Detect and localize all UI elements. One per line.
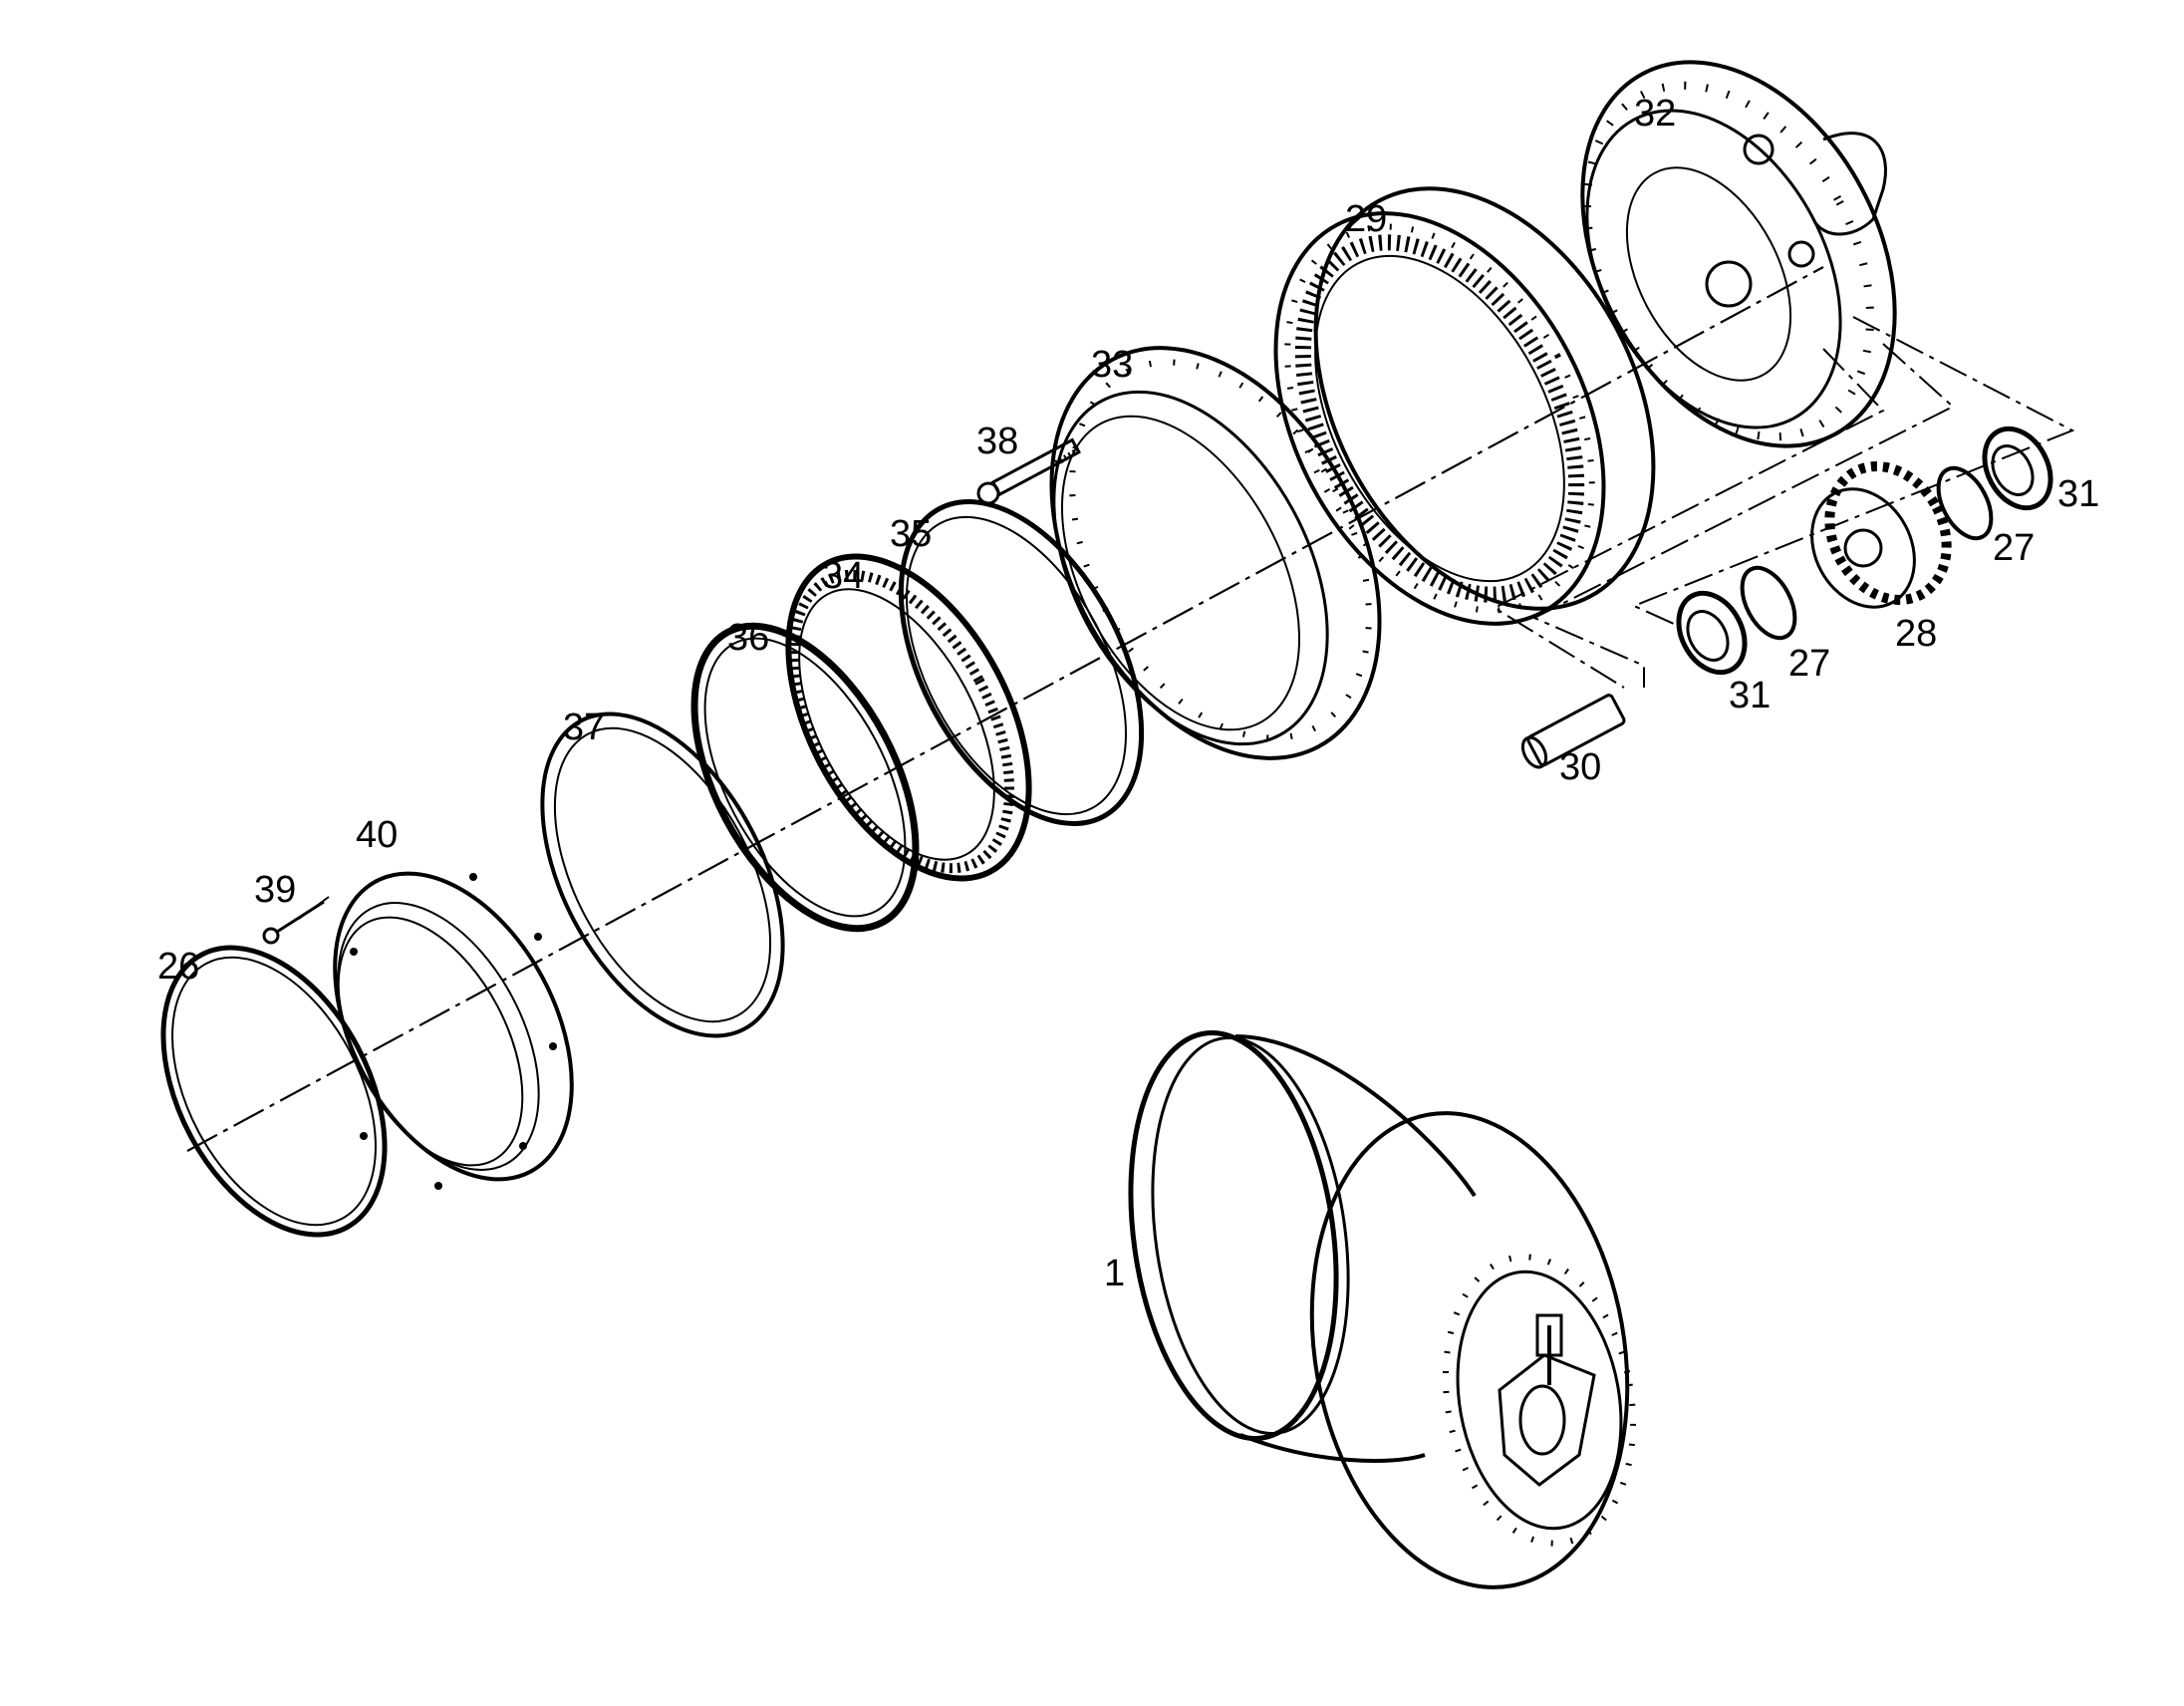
label-1: 1 (1104, 1253, 1125, 1294)
assembly-axis (186, 266, 1824, 1152)
drum-hub-1 (1128, 1030, 1637, 1589)
bolt-38 (976, 437, 1083, 505)
leader-line-upper (1631, 316, 2075, 625)
label-27-upper: 27 (1993, 527, 2035, 569)
o-ring-26 (160, 945, 388, 1238)
snap-ring-27-upper (1936, 465, 1994, 541)
label-30: 30 (1559, 746, 1601, 788)
bearing-31-lower (1676, 590, 1748, 676)
label-33: 33 (1091, 344, 1133, 386)
label-28: 28 (1895, 613, 1937, 655)
ring-gear-29 (1273, 186, 1656, 626)
label-34: 34 (822, 555, 864, 597)
label-31-upper: 31 (2057, 473, 2099, 515)
label-26: 26 (157, 946, 199, 988)
leader-line-lower (1492, 348, 1885, 689)
label-29: 29 (1345, 198, 1387, 240)
housing-32 (1580, 60, 1897, 448)
gear-28 (1810, 461, 1952, 609)
label-32: 32 (1634, 93, 1676, 135)
retaining-plate-40 (333, 871, 574, 1190)
flange-cover-33 (1049, 346, 1382, 760)
pin-30 (1520, 694, 1626, 769)
label-38: 38 (976, 421, 1018, 462)
snap-ring-27-lower (1740, 565, 1797, 641)
label-39: 39 (254, 869, 296, 911)
label-37: 37 (563, 707, 605, 748)
label-40: 40 (356, 814, 398, 856)
seal-ring-37 (540, 711, 785, 1038)
bearing-31-upper (1982, 426, 2053, 511)
label-27-lower: 27 (1788, 643, 1830, 685)
ring-36 (690, 622, 920, 933)
needle-bearing-34 (785, 553, 1032, 882)
label-31-lower: 31 (1729, 675, 1771, 716)
screw-39 (262, 896, 330, 945)
label-35: 35 (890, 513, 932, 555)
label-36: 36 (727, 617, 769, 659)
